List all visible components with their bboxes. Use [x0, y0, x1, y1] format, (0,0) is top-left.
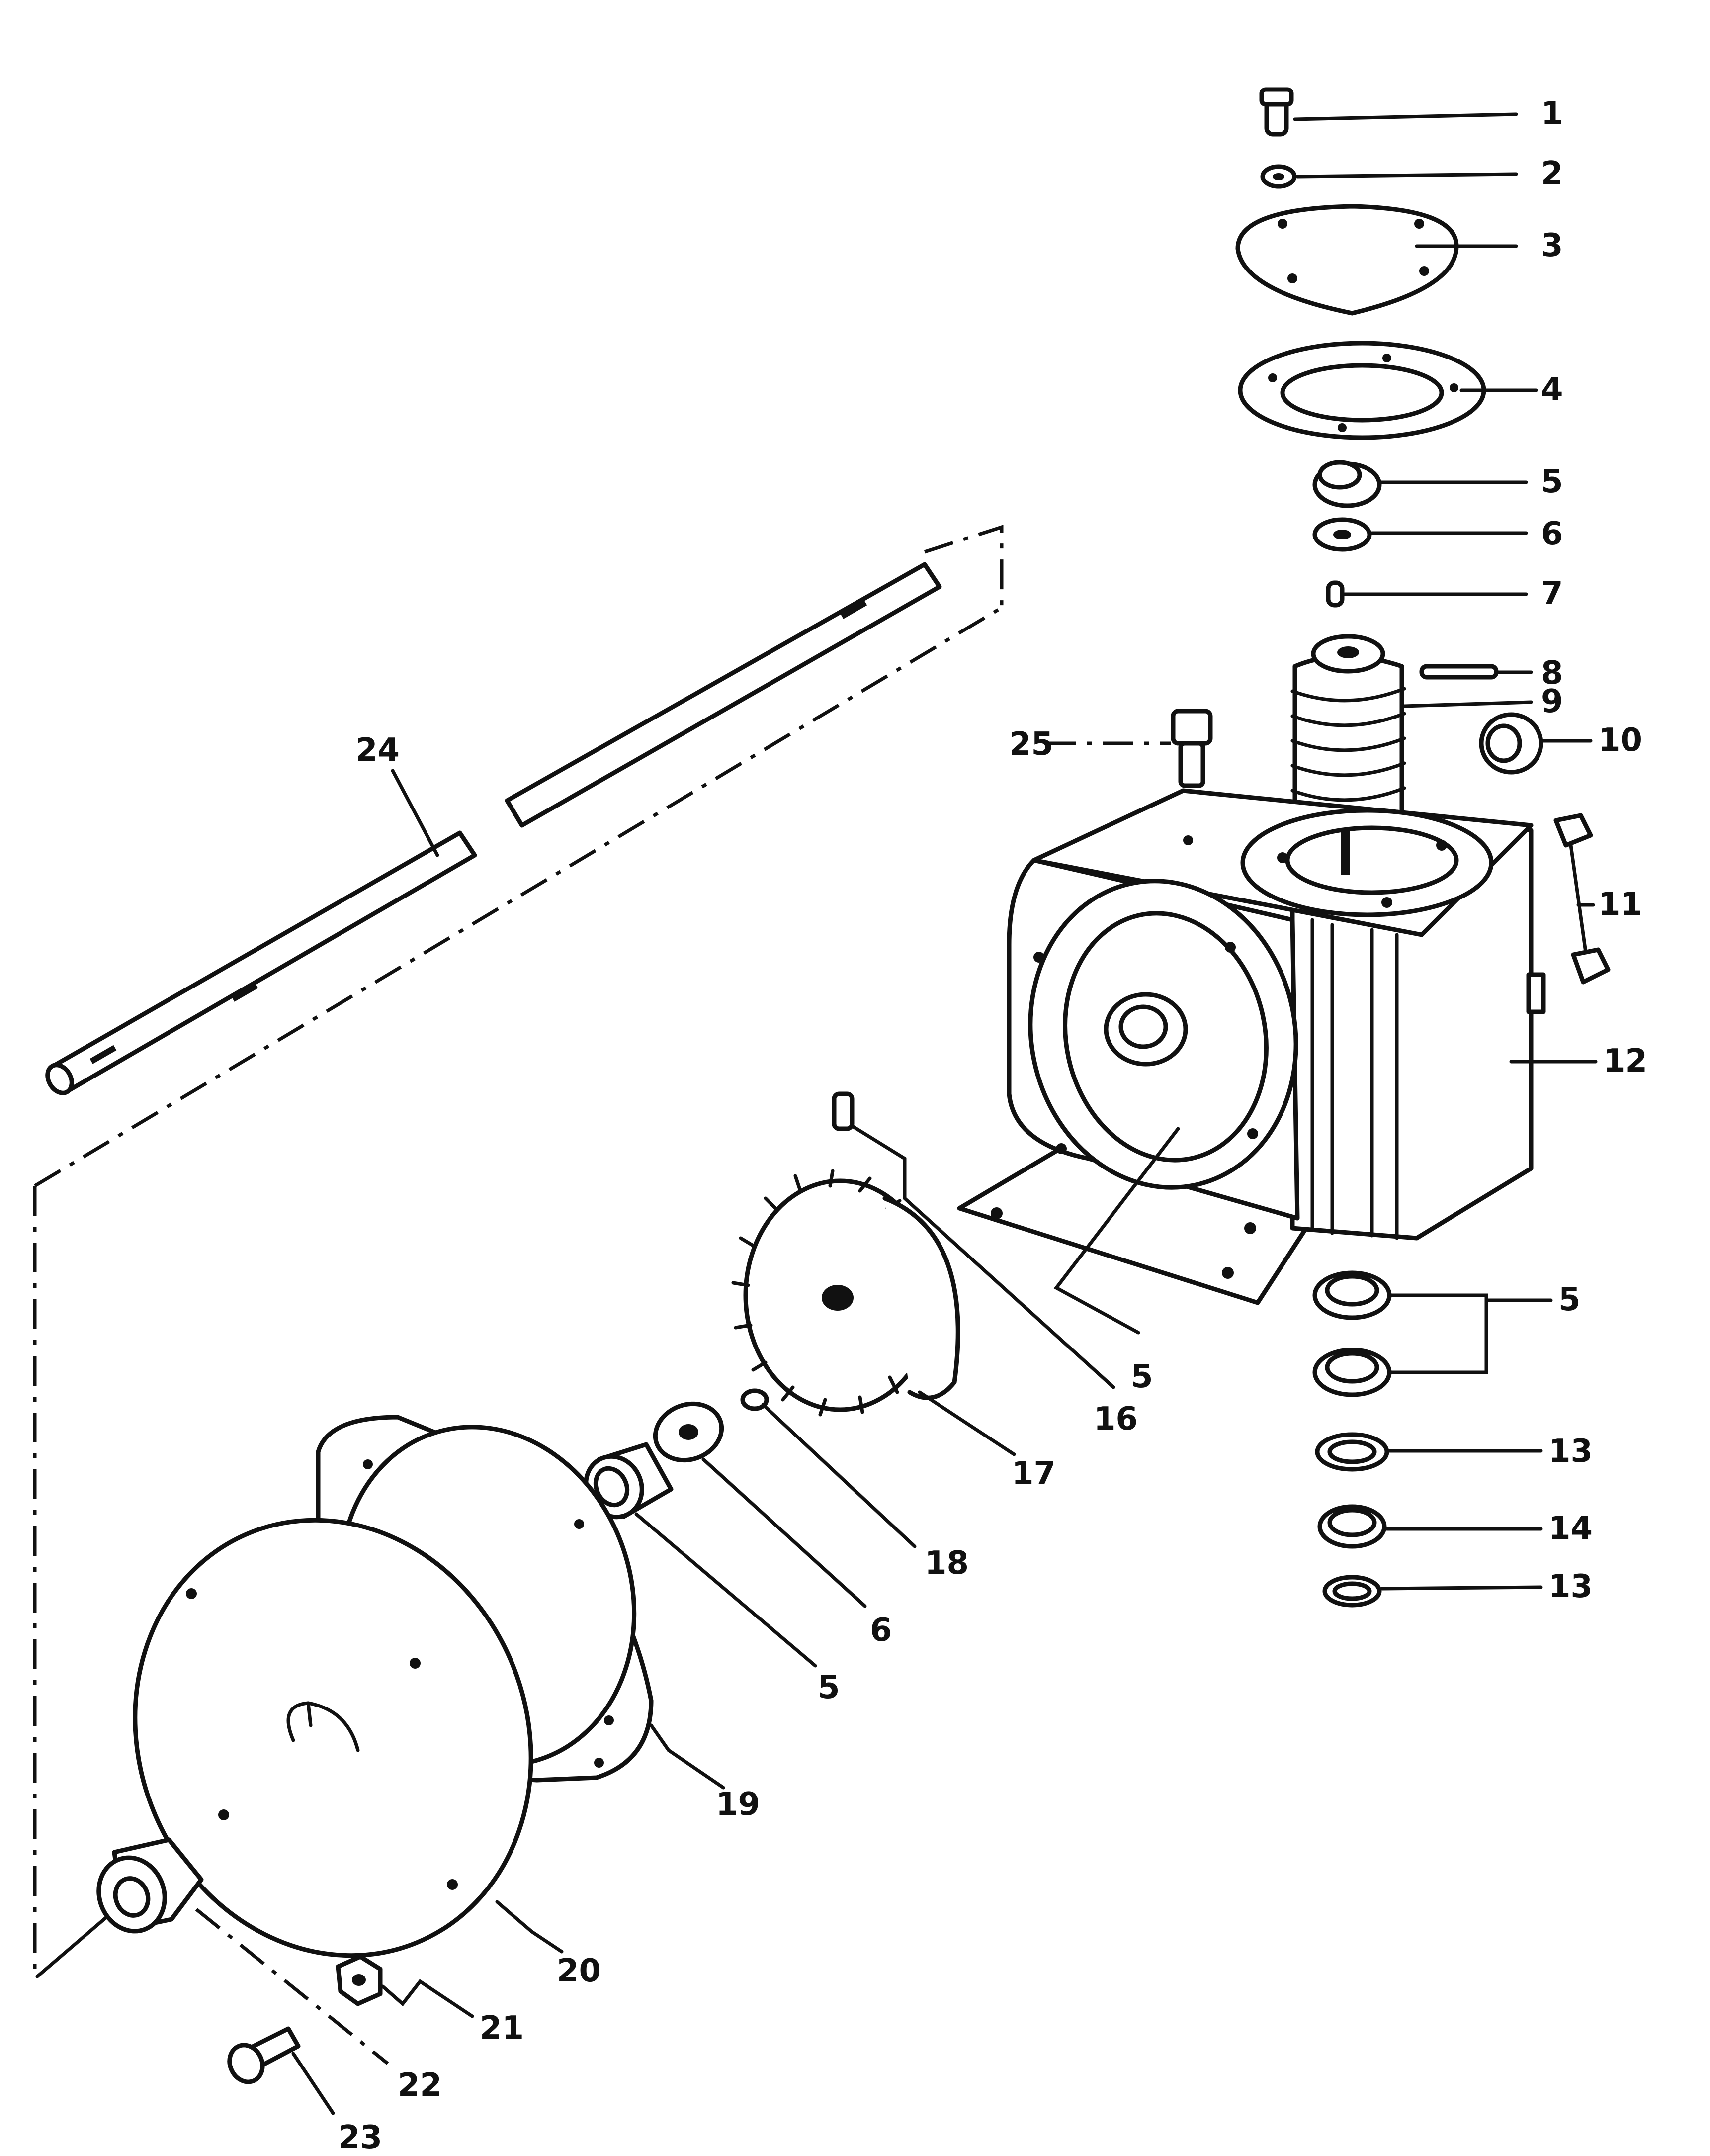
callout-24: 24	[355, 732, 400, 769]
part-12-gearbox-housing	[957, 788, 1598, 1305]
callout-20: 20	[557, 1953, 601, 1989]
part-7-key	[1326, 580, 1528, 608]
part-16-set-screw	[832, 1091, 1115, 1389]
part-17-gear	[731, 1169, 1016, 1456]
part-8-pin	[1419, 664, 1533, 680]
part-18-key	[740, 1388, 917, 1548]
callout-25: 25	[1009, 726, 1053, 763]
callout-6b: 6	[870, 1612, 892, 1649]
callout-9: 9	[1541, 683, 1563, 720]
part-5-bearing-top	[1312, 460, 1528, 508]
callout-23: 23	[338, 2119, 382, 2156]
part-1-bolt	[1259, 87, 1518, 137]
callout-13b: 13	[1548, 1568, 1593, 1605]
callout-5d: 5	[818, 1669, 840, 1706]
part-23-bolt	[227, 2026, 335, 2115]
callout-21: 21	[480, 2010, 524, 2047]
part-5-inner-leader	[1053, 1127, 1180, 1335]
callout-5a: 5	[1541, 463, 1563, 500]
part-10-bearing	[1479, 712, 1593, 775]
callout-19: 19	[716, 1786, 760, 1823]
part-13-ring-lower	[1322, 1575, 1543, 1608]
callout-18: 18	[925, 1545, 969, 1582]
part-25-grease-fitting	[1046, 709, 1213, 788]
callout-13a: 13	[1548, 1433, 1593, 1470]
callout-8: 8	[1541, 655, 1563, 692]
callout-10: 10	[1598, 722, 1642, 759]
part-6-washer-left	[653, 1401, 867, 1608]
part-2-washer	[1260, 164, 1518, 189]
callout-1: 1	[1541, 95, 1563, 132]
callout-12: 12	[1603, 1043, 1647, 1079]
callout-5c: 5	[1131, 1358, 1153, 1395]
part-5-bearings-lower	[1312, 1270, 1553, 1397]
callout-17: 17	[1012, 1455, 1056, 1492]
callout-3: 3	[1541, 227, 1563, 264]
callout-16: 16	[1094, 1401, 1138, 1437]
part-3-bearing-cap	[1235, 204, 1518, 316]
part-24-shaft	[33, 525, 1004, 1976]
callout-labels: 1 2 3 4 5 6 7 8 9 10 11 12 5 13 14 13 5 …	[338, 95, 1647, 2156]
callout-4: 4	[1541, 371, 1563, 408]
part-21-nut	[336, 1954, 474, 2018]
part-14-seal	[1317, 1504, 1543, 1549]
callout-2: 2	[1541, 155, 1563, 192]
callout-7: 7	[1541, 575, 1563, 612]
part-20-cover-plate	[133, 1518, 564, 1958]
callout-5b: 5	[1558, 1281, 1581, 1318]
callout-11: 11	[1598, 886, 1642, 923]
part-6-washer-top	[1312, 517, 1528, 552]
part-4-gasket	[1238, 341, 1538, 440]
callout-22: 22	[398, 2067, 442, 2104]
part-22-bearing	[35, 1837, 389, 2065]
callout-14: 14	[1548, 1510, 1593, 1547]
callout-6a: 6	[1541, 516, 1563, 552]
part-11-bolts	[1553, 813, 1611, 985]
part-13-ring-upper	[1315, 1432, 1543, 1472]
